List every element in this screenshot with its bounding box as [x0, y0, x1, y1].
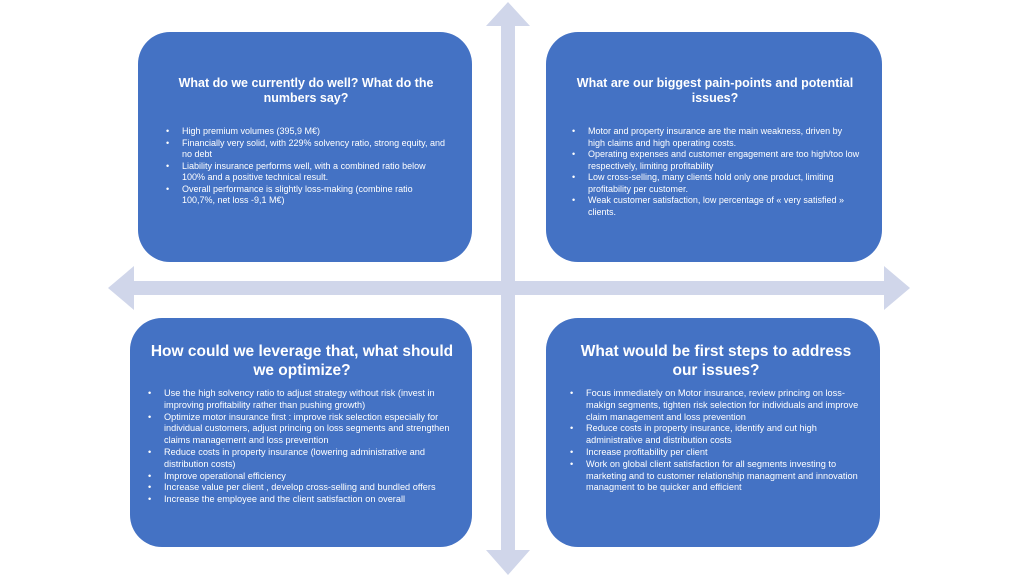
list-item: Optimize motor insurance first : improve… — [146, 412, 458, 447]
list-item: High premium volumes (395,9 M€) — [164, 126, 448, 138]
list-item: Weak customer satisfaction, low percenta… — [570, 195, 860, 218]
list-item: Motor and property insurance are the mai… — [570, 126, 860, 149]
bullet-list: Use the high solvency ratio to adjust st… — [146, 388, 458, 506]
list-item: Operating expenses and customer engageme… — [570, 149, 860, 172]
bullet-list: Focus immediately on Motor insurance, re… — [568, 388, 864, 494]
list-item: Financially very solid, with 229% solven… — [164, 138, 448, 161]
quadrant-pain-points: What are our biggest pain-points and pot… — [546, 32, 882, 262]
list-item: Increase profitability per client — [568, 447, 864, 459]
list-item: Liability insurance performs well, with … — [164, 161, 448, 184]
quadrant-strengths: What do we currently do well? What do th… — [138, 32, 472, 262]
list-item: Low cross-selling, many clients hold onl… — [570, 172, 860, 195]
quadrant-title: What would be first steps to address our… — [580, 343, 852, 379]
quadrant-title: What do we currently do well? What do th… — [178, 76, 434, 105]
list-item: Reduce costs in property insurance (lowe… — [146, 447, 458, 471]
bullet-list: High premium volumes (395,9 M€) Financia… — [164, 126, 448, 207]
list-item: Work on global client satisfaction for a… — [568, 459, 864, 494]
quadrant-optimize: How could we leverage that, what should … — [130, 318, 472, 547]
list-item: Focus immediately on Motor insurance, re… — [568, 388, 864, 423]
list-item: Reduce costs in property insurance, iden… — [568, 423, 864, 447]
list-item: Increase the employee and the client sat… — [146, 494, 458, 506]
horizontal-double-arrow — [108, 266, 910, 310]
list-item: Use the high solvency ratio to adjust st… — [146, 388, 458, 412]
quadrant-first-steps: What would be first steps to address our… — [546, 318, 880, 547]
list-item: Increase value per client , develop cros… — [146, 482, 458, 494]
list-item: Overall performance is slightly loss-mak… — [164, 184, 448, 207]
quadrant-title: What are our biggest pain-points and pot… — [576, 76, 854, 105]
quadrant-title: How could we leverage that, what should … — [150, 343, 454, 379]
list-item: Improve operational efficiency — [146, 471, 458, 483]
bullet-list: Motor and property insurance are the mai… — [570, 126, 860, 218]
